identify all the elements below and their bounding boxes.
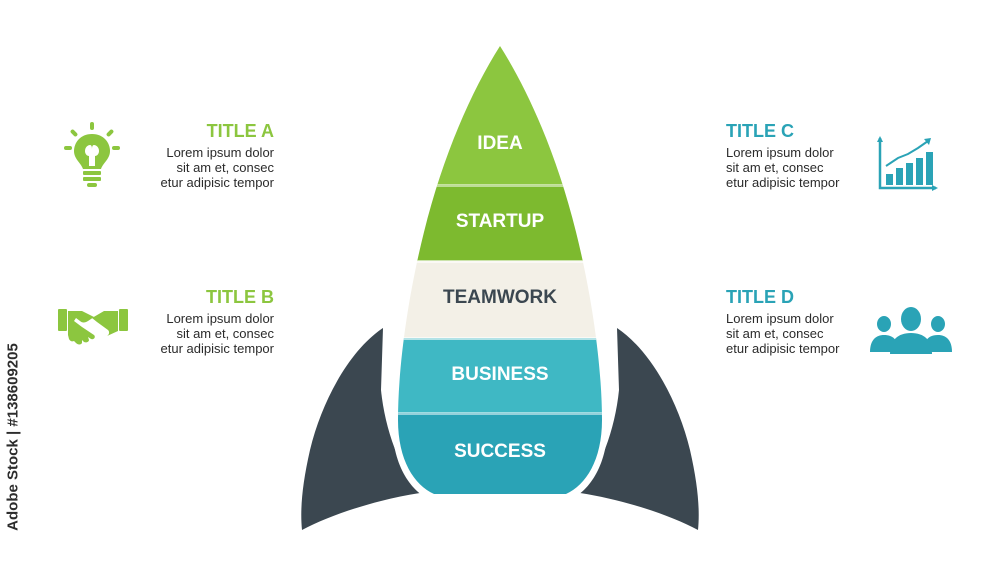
- stock-watermark-text: Adobe Stock | #138609205: [4, 343, 22, 531]
- item-d: TITLE D Lorem ipsum dolor sit am et, con…: [726, 287, 886, 356]
- item-a: TITLE A Lorem ipsum dolor sit am et, con…: [118, 121, 274, 190]
- item-b-title: TITLE B: [206, 287, 274, 307]
- item-b: TITLE B Lorem ipsum dolor sit am et, con…: [118, 287, 274, 356]
- item-c-line-2: sit am et, consec: [726, 160, 824, 175]
- rocket-section-success: [398, 413, 602, 494]
- label-startup: STARTUP: [456, 211, 545, 232]
- growth-chart-icon: [877, 136, 938, 191]
- item-a-text: Lorem ipsum dolor sit am et, consec etur…: [118, 145, 274, 190]
- item-b-line-1: Lorem ipsum dolor: [166, 311, 274, 326]
- label-success: SUCCESS: [454, 441, 546, 462]
- handshake-icon: [58, 309, 128, 345]
- item-b-line-2: sit am et, consec: [176, 326, 274, 341]
- rocket-section-teamwork: [398, 261, 602, 338]
- item-d-text: Lorem ipsum dolor sit am et, consec etur…: [726, 311, 886, 356]
- item-d-line-3: etur adipisic tempor: [726, 341, 840, 356]
- stock-watermark: Adobe Stock | #138609205: [2, 322, 24, 552]
- item-c: TITLE C Lorem ipsum dolor sit am et, con…: [726, 121, 886, 190]
- rocket-section-business: [398, 338, 602, 413]
- item-c-text: Lorem ipsum dolor sit am et, consec etur…: [726, 145, 886, 190]
- item-c-title: TITLE C: [726, 121, 794, 141]
- item-d-line-1: Lorem ipsum dolor: [726, 311, 834, 326]
- item-c-line-3: etur adipisic tempor: [726, 175, 840, 190]
- rocket-section-idea: [398, 46, 602, 185]
- item-a-line-3: etur adipisic tempor: [160, 175, 274, 190]
- label-teamwork: TEAMWORK: [443, 287, 557, 308]
- item-c-line-1: Lorem ipsum dolor: [726, 145, 834, 160]
- item-d-title: TITLE D: [726, 287, 794, 307]
- item-d-line-2: sit am et, consec: [726, 326, 824, 341]
- label-idea: IDEA: [477, 133, 523, 154]
- item-b-text: Lorem ipsum dolor sit am et, consec etur…: [118, 311, 274, 356]
- item-b-line-3: etur adipisic tempor: [160, 341, 274, 356]
- item-a-line-1: Lorem ipsum dolor: [166, 145, 274, 160]
- item-a-line-2: sit am et, consec: [176, 160, 274, 175]
- lightbulb-icon: [64, 122, 120, 187]
- rocket-fin-left: [301, 328, 420, 530]
- rocket-fin-right: [580, 328, 699, 530]
- item-a-title: TITLE A: [206, 121, 274, 141]
- label-business: BUSINESS: [451, 364, 548, 385]
- team-icon: [870, 307, 952, 354]
